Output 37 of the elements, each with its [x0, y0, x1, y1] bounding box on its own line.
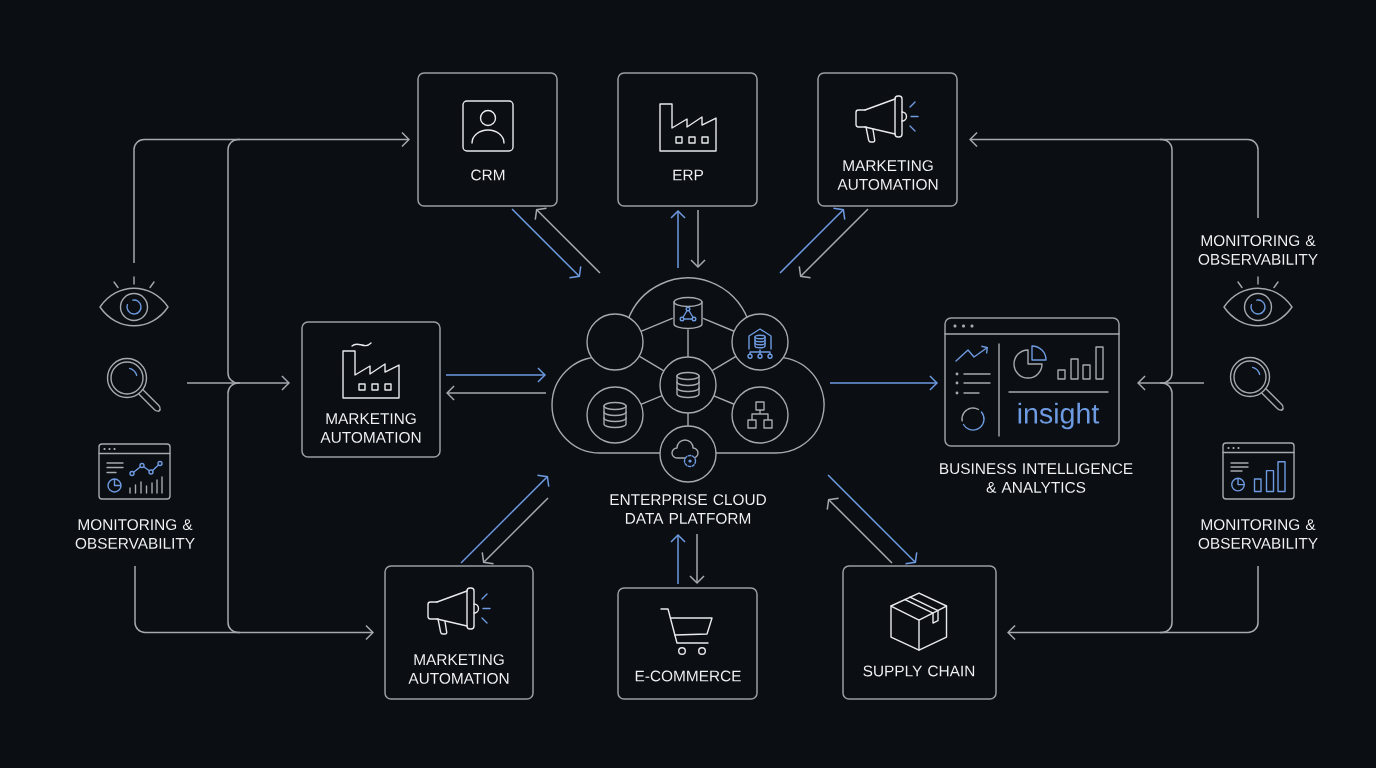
- arrow: [134, 565, 374, 641]
- arrow: [481, 497, 549, 565]
- system-box: E-COMMERCE: [617, 587, 758, 700]
- arrow: [798, 208, 869, 279]
- arrow: [827, 474, 918, 565]
- node-label: MONITORING & OBSERVABILITY: [1198, 235, 1318, 265]
- eye-icon: [99, 276, 169, 327]
- magnifier-icon: [1229, 356, 1284, 411]
- arrow: [186, 375, 290, 391]
- node-label: BUSINESS INTELLIGENCE & ANALYTICS: [940, 463, 1133, 493]
- arrow: [534, 207, 601, 274]
- node-label: MONITORING & OBSERVABILITY: [75, 519, 195, 549]
- dashboard-window: insight: [944, 317, 1120, 447]
- arrow: [689, 533, 705, 584]
- arrow: [1137, 375, 1205, 391]
- node-label: MONITORING & OBSERVABILITY: [1198, 519, 1318, 549]
- arrow: [670, 210, 686, 269]
- arrow: [511, 208, 582, 279]
- system-box: SUPPLY CHAIN: [842, 565, 997, 700]
- arrow: [969, 131, 1259, 219]
- arrow: [446, 385, 547, 401]
- system-box: CRM: [417, 72, 558, 207]
- system-box: ERP: [617, 72, 758, 207]
- arrow: [690, 209, 706, 268]
- arrow: [133, 131, 410, 264]
- magnifier-icon: [106, 357, 161, 412]
- arrow: [445, 367, 546, 383]
- system-box: MARKETING AUTOMATION: [384, 565, 534, 700]
- arrow: [829, 375, 938, 391]
- system-box: MARKETING AUTOMATION: [301, 321, 441, 458]
- arrow: [826, 497, 893, 564]
- arrow: [670, 534, 686, 585]
- arrow: [460, 474, 550, 564]
- arrow: [1007, 565, 1259, 641]
- arrow: [779, 207, 846, 274]
- system-box: MARKETING AUTOMATION: [817, 72, 958, 207]
- node-label: ENTERPRISE CLOUD DATA PLATFORM: [610, 494, 766, 524]
